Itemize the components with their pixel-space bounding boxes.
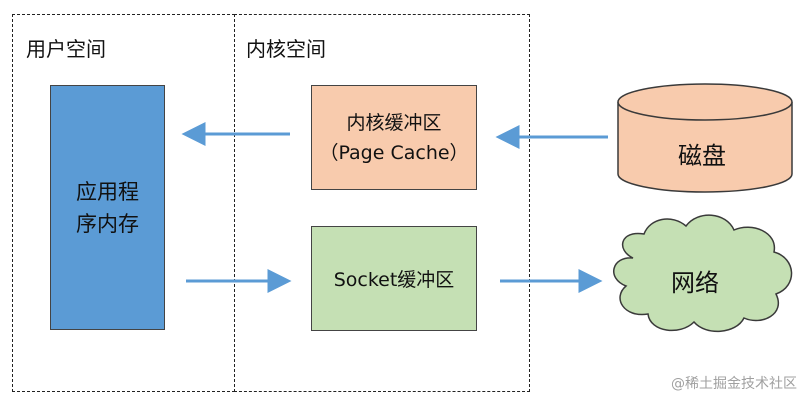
disk-label: 磁盘 bbox=[678, 142, 726, 170]
page-cache-node: 内核缓冲区 （Page Cache） bbox=[311, 85, 477, 190]
network-cloud-shape bbox=[613, 214, 793, 333]
disk-shape bbox=[617, 83, 793, 193]
app-memory-label-line2: 序内存 bbox=[76, 211, 139, 236]
page-cache-label-line2: （Page Cache） bbox=[319, 141, 469, 164]
socket-buffer-label: Socket缓冲区 bbox=[333, 269, 455, 291]
kernel-space-label: 内核空间 bbox=[246, 37, 326, 61]
app-memory-label-line1: 应用程 bbox=[76, 179, 139, 204]
app-memory-node: 应用程 序内存 bbox=[50, 85, 165, 330]
watermark: @稀土掘金技术社区 bbox=[671, 376, 797, 392]
network-label: 网络 bbox=[671, 269, 719, 297]
user-space-label: 用户空间 bbox=[26, 37, 106, 61]
page-cache-label-line1: 内核缓冲区 bbox=[346, 111, 442, 134]
socket-buffer-node: Socket缓冲区 bbox=[311, 226, 477, 331]
kernel-space-region bbox=[234, 14, 530, 392]
